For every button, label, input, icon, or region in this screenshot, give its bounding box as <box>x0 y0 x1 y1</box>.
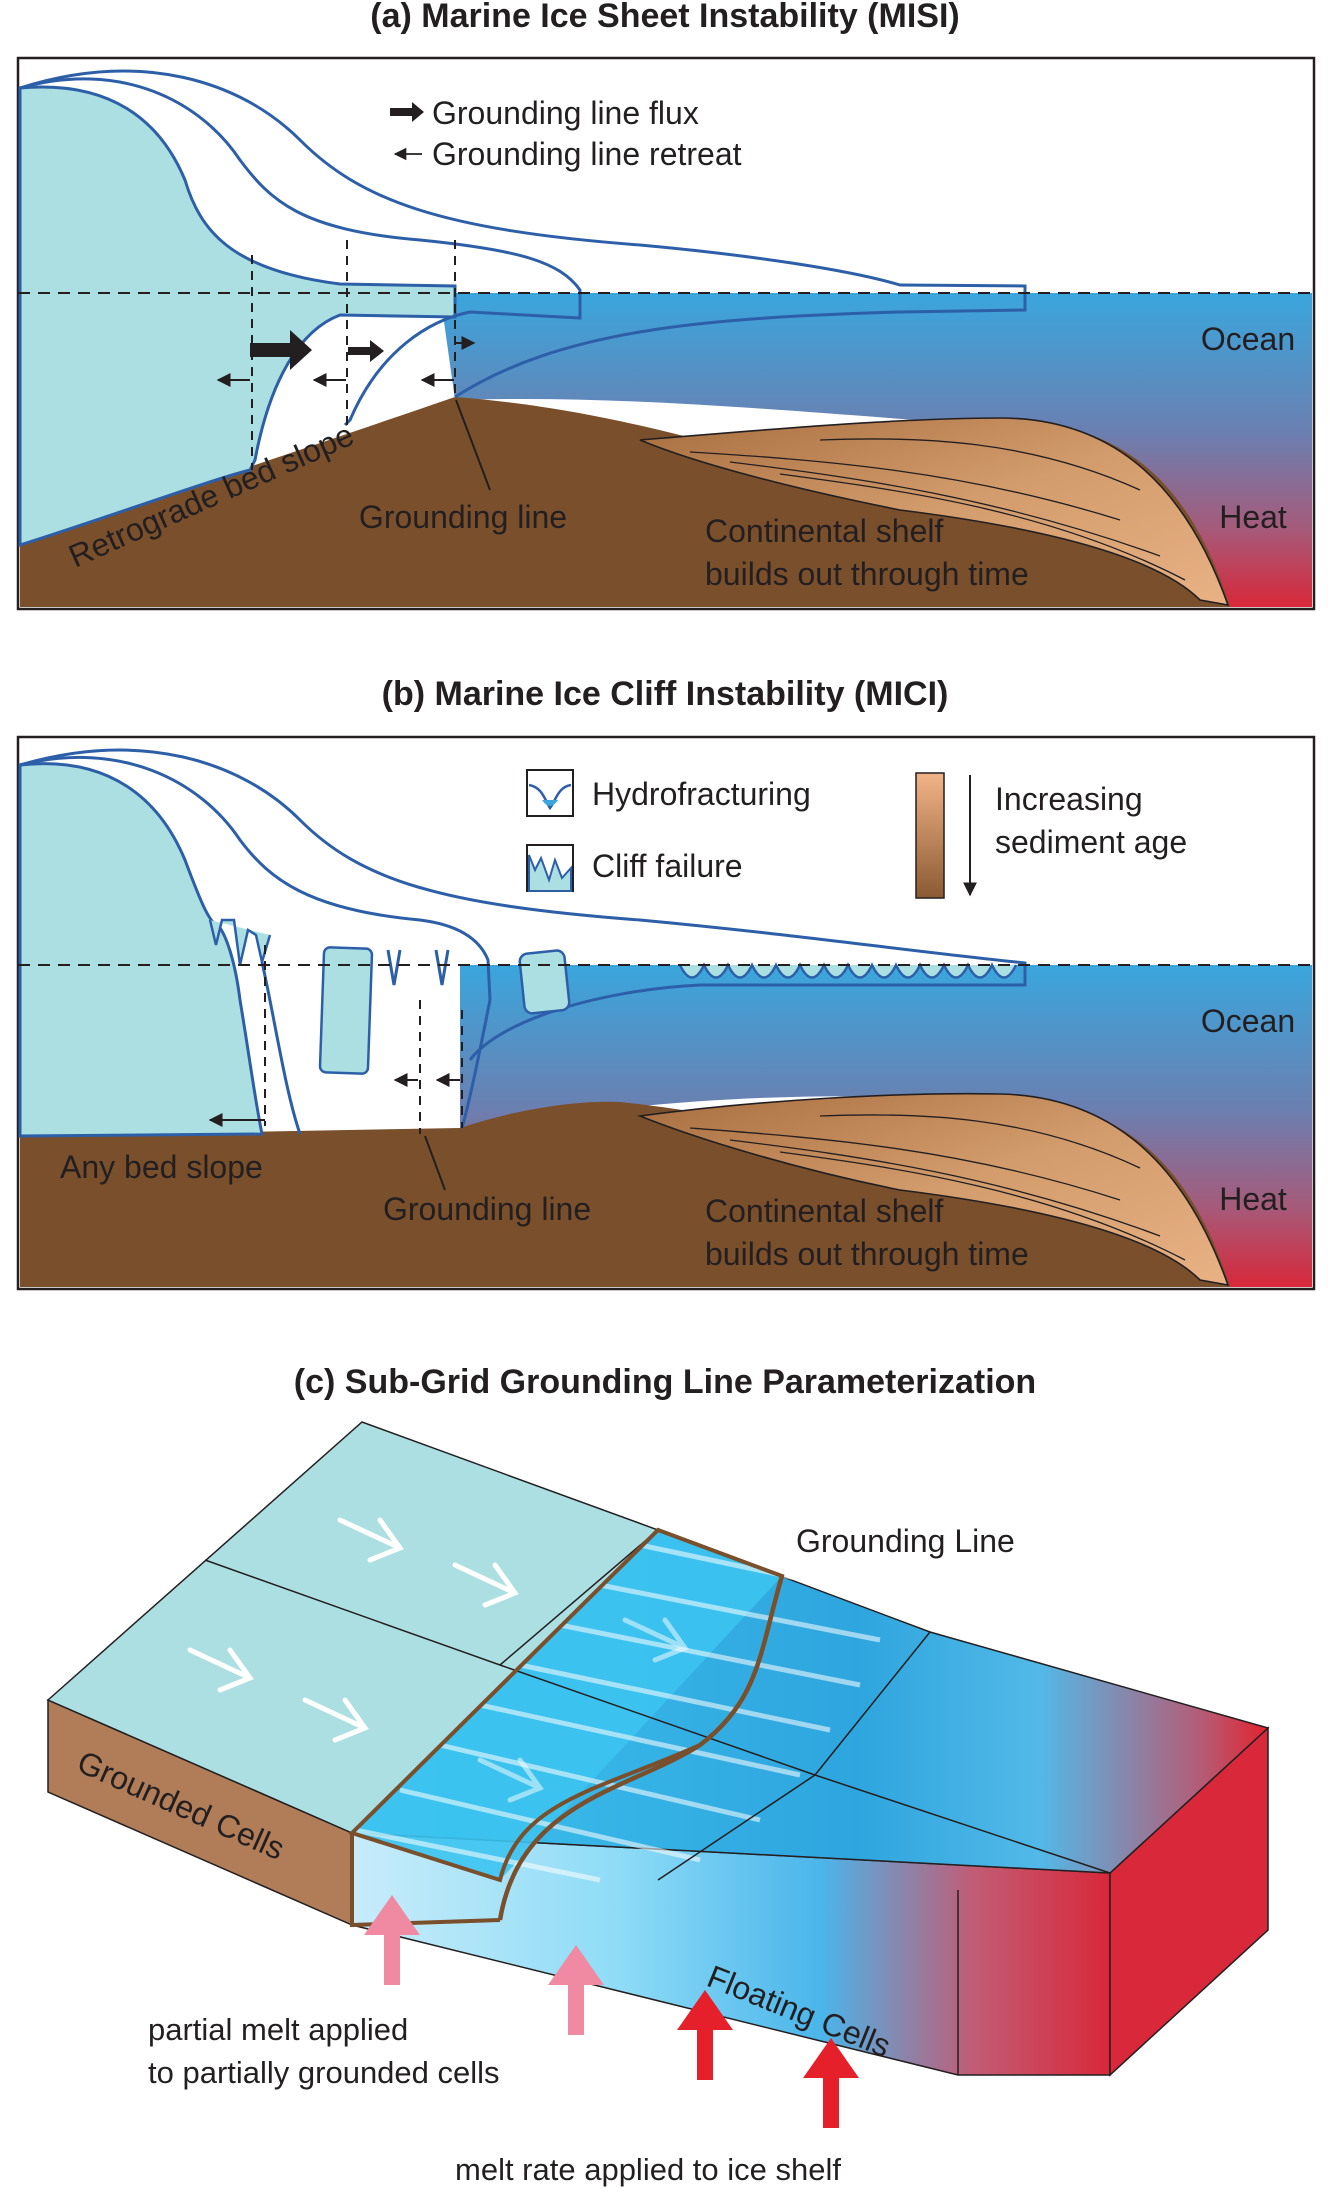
panel-b-title: (b) Marine Ice Cliff Instability (MICI) <box>382 675 949 713</box>
panel-a-title: (a) Marine Ice Sheet Instability (MISI) <box>370 0 959 35</box>
grounding-line-pointer-b <box>424 1135 446 1191</box>
ice-sheet-grounded <box>18 85 457 548</box>
continental-shelf-sediment-b <box>636 1092 1230 1287</box>
legend-flux-label: Grounding line flux <box>432 95 699 131</box>
ice-profiles-past-b <box>19 748 1027 1135</box>
melt-arrow-pink-1 <box>364 1895 420 1985</box>
partial-front-outline <box>350 1833 501 1928</box>
shelf-label-b-1: Continental shelf <box>705 1193 943 1229</box>
panel-c-title: (c) Sub-Grid Grounding Line Parameteriza… <box>294 1363 1036 1401</box>
melt-arrows <box>364 1895 859 2128</box>
sediment-layers <box>689 438 1186 581</box>
grounding-line-label-b: Grounding line <box>383 1191 591 1227</box>
grounding-flux-arrows <box>250 330 476 370</box>
grounding-line-pointer <box>455 399 491 491</box>
melt-arrow-red-2 <box>803 2038 859 2128</box>
legend-age-label-1: Increasing <box>995 781 1143 817</box>
heat-label: Heat <box>1219 499 1287 535</box>
ocean-label: Ocean <box>1201 321 1295 357</box>
shelf-label-b-2: builds out through time <box>705 1236 1029 1272</box>
shelf-label-1: Continental shelf <box>705 513 943 549</box>
ocean-water <box>440 293 1312 607</box>
ice-flow-arrows <box>187 1517 519 1743</box>
shelf-label-2: builds out through time <box>705 556 1029 592</box>
ice-profiles-past <box>19 69 1027 427</box>
sediment-age-swatch <box>915 772 945 899</box>
partial-melt-label-1: partial melt applied <box>148 2012 408 2047</box>
melt-arrow-pink-2 <box>548 1945 604 2035</box>
panel-a: (a) Marine Ice Sheet Instability (MISI) <box>16 0 1316 611</box>
grid-lines <box>204 1529 1111 2075</box>
grounding-retreat-arrows-b <box>208 1073 460 1127</box>
legend-retreat-label: Grounding line retreat <box>432 136 742 172</box>
legend-hydro-label: Hydrofracturing <box>592 776 811 812</box>
legend-cliff-label: Cliff failure <box>592 848 743 884</box>
iceberg-small <box>518 949 571 1015</box>
panel-b: (b) Marine Ice Cliff Instability (MICI) <box>16 675 1316 1291</box>
legend-a: Grounding line flux Grounding line retre… <box>390 95 742 172</box>
grounding-positions-b <box>264 945 463 1134</box>
grounding-line-label: Grounding line <box>359 499 567 535</box>
melt-arrow-red-1 <box>677 1990 733 2080</box>
heat-label-b: Heat <box>1219 1181 1287 1217</box>
continental-shelf-sediment <box>639 417 1230 607</box>
ice-flow-arrows-faded <box>477 1617 689 1803</box>
bed-slope-label-b: Any bed slope <box>60 1149 263 1185</box>
grounding-line-label-c: Grounding Line <box>796 1523 1015 1559</box>
iceberg-tall <box>318 946 374 1075</box>
grounding-positions <box>251 240 456 470</box>
grounding-line-curve <box>497 1575 785 1921</box>
partial-cells-top <box>352 1530 782 1880</box>
partial-melt-label-2: to partially grounded cells <box>148 2055 500 2090</box>
sediment-layers-b <box>689 1114 1186 1261</box>
flux-legend-icon <box>390 102 424 122</box>
panel-c: (c) Sub-Grid Grounding Line Parameteriza… <box>46 1363 1270 2187</box>
melt-rate-label: melt rate applied to ice shelf <box>455 2152 841 2187</box>
legend-b: Hydrofracturing Cliff failure Increasing… <box>526 769 1187 899</box>
ocean-label-b: Ocean <box>1201 1003 1295 1039</box>
ocean-water-b <box>460 965 1312 1287</box>
legend-age-label-2: sediment age <box>995 824 1187 860</box>
